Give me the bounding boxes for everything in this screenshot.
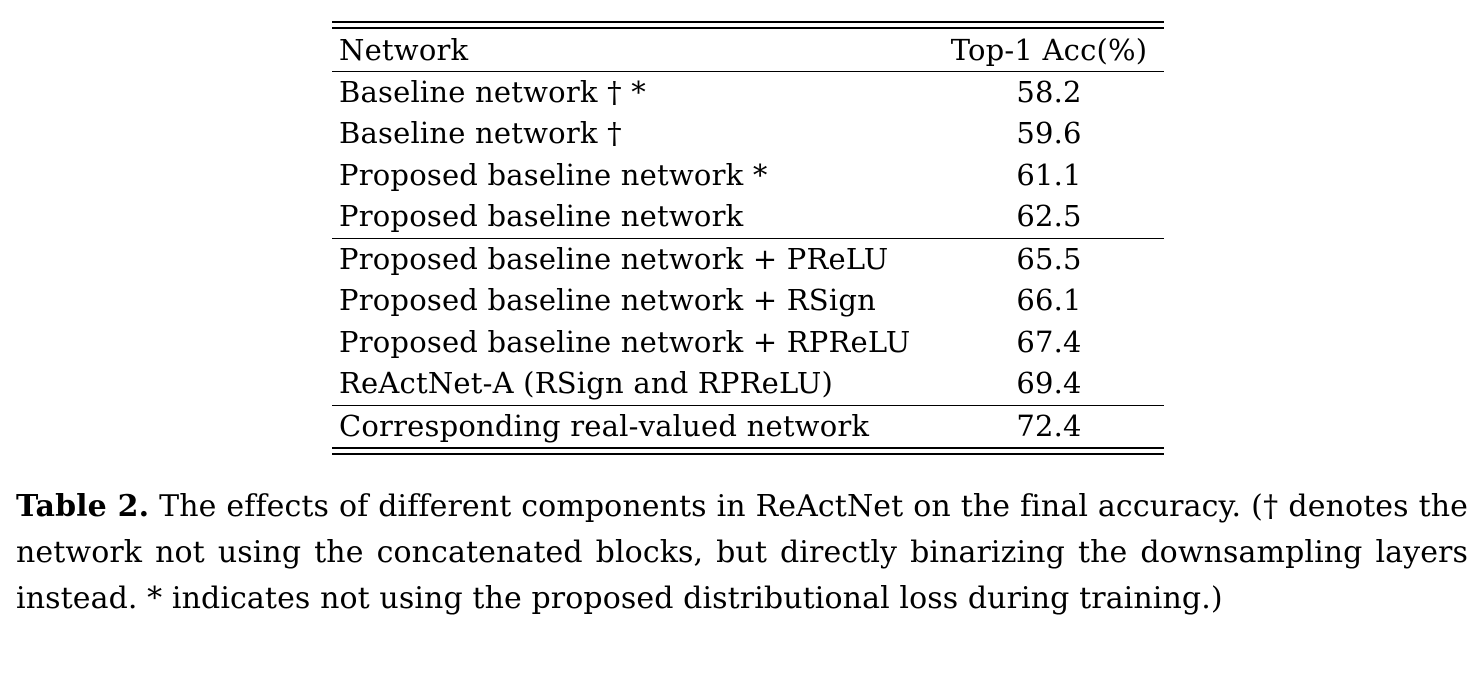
table-row: Proposed baseline network * 61.1 xyxy=(332,155,1164,197)
network-cell: Proposed baseline network xyxy=(339,199,744,233)
top-rule-inner xyxy=(332,27,1164,29)
table-row: Corresponding real-valued network 72.4 xyxy=(332,404,1164,447)
header-network: Network xyxy=(332,28,933,72)
network-cell: Proposed baseline network * xyxy=(339,157,768,192)
network-cell: Proposed baseline network + RPReLU xyxy=(339,324,911,359)
network-cell: ReActNet-A (RSign and RPReLU) xyxy=(339,366,834,400)
table-row: Proposed baseline network 62.5 xyxy=(332,196,1164,238)
header-row: Network Top-1 Acc(%) xyxy=(332,28,1164,72)
network-cell: Baseline network † xyxy=(339,116,622,150)
results-table: Network Top-1 Acc(%) Baseline network † … xyxy=(332,28,1164,447)
results-table-container: Network Top-1 Acc(%) Baseline network † … xyxy=(332,21,1164,455)
network-cell: Corresponding real-valued network xyxy=(332,404,933,447)
table-row: Baseline network † * 58.2 xyxy=(332,71,1164,113)
bottom-rule-inner xyxy=(332,447,1164,449)
accuracy-cell: 66.1 xyxy=(1016,283,1082,317)
network-cell: Baseline network † * xyxy=(339,74,646,109)
header-accuracy: Top-1 Acc(%) xyxy=(933,28,1164,72)
accuracy-cell: 67.4 xyxy=(1016,324,1082,359)
top-rule xyxy=(332,21,1164,23)
accuracy-cell: 58.2 xyxy=(1016,74,1082,109)
table-row: ReActNet-A (RSign and RPReLU) 69.4 xyxy=(332,363,1164,405)
bottom-rule xyxy=(332,452,1164,455)
accuracy-cell: 61.1 xyxy=(1016,157,1082,192)
caption-text: The effects of different components in R… xyxy=(16,489,1468,616)
table-caption: Table 2. The effects of different compon… xyxy=(16,484,1468,622)
accuracy-cell: 72.4 xyxy=(933,404,1164,447)
network-cell: Proposed baseline network + RSign xyxy=(339,283,876,317)
accuracy-cell: 69.4 xyxy=(1016,366,1082,400)
accuracy-cell: 65.5 xyxy=(933,237,1164,280)
caption-label: Table 2. xyxy=(16,489,150,524)
network-cell: Proposed baseline network + PReLU xyxy=(332,237,933,280)
table-row: Proposed baseline network + RSign 66.1 xyxy=(332,280,1164,322)
table-row: Baseline network † 59.6 xyxy=(332,113,1164,155)
accuracy-cell: 59.6 xyxy=(1016,116,1082,150)
accuracy-cell: 62.5 xyxy=(1016,199,1082,233)
table-row: Proposed baseline network + PReLU 65.5 xyxy=(332,237,1164,280)
table-row: Proposed baseline network + RPReLU 67.4 xyxy=(332,322,1164,364)
